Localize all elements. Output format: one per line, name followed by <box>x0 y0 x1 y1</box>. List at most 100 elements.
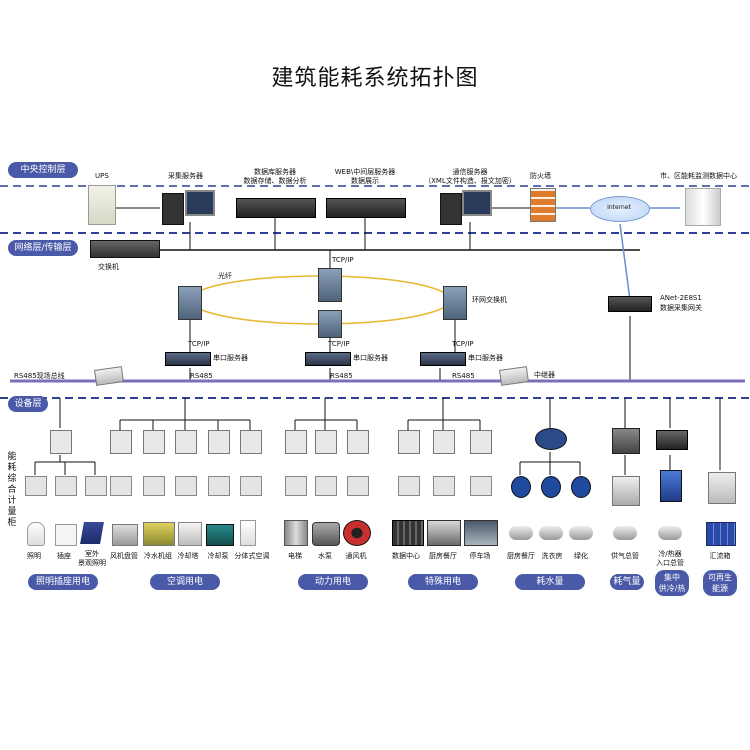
breaker-icon <box>175 476 197 496</box>
device-label: 冷却塔 <box>177 552 199 560</box>
device-label: 照明 <box>27 552 41 560</box>
data-center-icon <box>392 520 424 546</box>
elevator-icon <box>284 520 308 546</box>
fan-coil-icon <box>112 524 138 546</box>
breaker-icon <box>25 476 47 496</box>
breaker-icon <box>240 476 262 496</box>
gateway-label-1: ANet-2E8S1 <box>660 294 702 302</box>
tcpip-top-label: TCP/IP <box>332 256 354 264</box>
socket-icon <box>55 524 77 546</box>
rack-server-icon <box>236 198 316 218</box>
device-label: 风机盘管 <box>110 552 138 560</box>
fiber-label: 光纤 <box>218 272 232 280</box>
power-meter-icon <box>50 430 72 454</box>
ring-switch-icon <box>318 310 342 338</box>
pipe-icon <box>613 526 637 540</box>
ring-switch-label: 环网交换机 <box>472 296 507 304</box>
water-pump-icon <box>312 522 340 546</box>
switch-icon <box>90 240 160 258</box>
device-label: 景观照明 <box>78 559 106 567</box>
gateway-internet-link <box>619 223 631 301</box>
ups-icon <box>88 185 116 225</box>
breaker-icon <box>347 476 369 496</box>
category-pill: 空调用电 <box>150 574 220 590</box>
serial-server-icon <box>305 352 351 366</box>
rs485-label: RS485 <box>452 372 475 380</box>
diagram-title: 建筑能耗系统拓扑图 <box>271 66 479 91</box>
rs485-label: RS485 <box>330 372 353 380</box>
server-tower-icon <box>162 193 184 225</box>
device-label: 供气总管 <box>611 552 639 560</box>
device-label: 汇流箱 <box>709 552 731 560</box>
tcpip-label: TCP/IP <box>452 340 474 348</box>
ring-switch-icon <box>318 268 342 302</box>
power-meter-icon <box>110 430 132 454</box>
ring-switch-icon <box>178 286 202 320</box>
power-meter-icon <box>240 430 262 454</box>
water-meter-icon <box>511 476 531 498</box>
server-cluster-icon <box>685 188 721 226</box>
gateway-icon <box>608 296 652 312</box>
power-meter-icon <box>470 430 492 454</box>
gas-meter-icon <box>612 428 640 454</box>
category-pill: 耗气量 <box>610 574 644 590</box>
rack-server-icon <box>326 198 406 218</box>
device-label: 冷/热器 <box>658 550 682 558</box>
pipe-icon <box>539 526 563 540</box>
device-label: 厨房餐厅 <box>507 552 535 560</box>
category-pill: 耗水量 <box>515 574 585 590</box>
split-ac-icon <box>240 520 256 546</box>
comm-server-label-1: 通信服务器 <box>452 168 488 176</box>
tcpip-label: TCP/IP <box>188 340 210 348</box>
parking-icon <box>464 520 498 546</box>
repeater-label: 中继器 <box>534 371 555 379</box>
web-server-label-1: WEB\中间层服务器 <box>334 168 396 176</box>
device-label: 水泵 <box>318 552 332 560</box>
monitor-icon <box>462 190 492 216</box>
web-server-label-2: 数据展示 <box>351 177 379 185</box>
serial-server-label: 串口服务器 <box>213 354 248 362</box>
breaker-icon <box>398 476 420 496</box>
water-meter-icon <box>571 476 591 498</box>
serial-server-icon <box>420 352 466 366</box>
serial-server-label: 串口服务器 <box>353 354 388 362</box>
internet-label: Internet <box>607 204 631 211</box>
device-label: 入口总管 <box>656 559 684 567</box>
category-pill: 特殊用电 <box>408 574 478 590</box>
power-meter-icon <box>347 430 369 454</box>
power-meter-icon <box>398 430 420 454</box>
device-label: 插座 <box>57 552 71 560</box>
serial-server-label: 串口服务器 <box>468 354 503 362</box>
device-label: 室外 <box>85 550 99 558</box>
device-layer-pill: 设备层 <box>8 396 48 412</box>
device-label: 数据中心 <box>392 552 420 560</box>
floodlight-icon <box>80 522 104 544</box>
gas-flow-meter-icon <box>612 476 640 506</box>
internet-cloud-icon <box>590 196 650 222</box>
power-meter-icon <box>175 430 197 454</box>
server-tower-icon <box>440 193 462 225</box>
ups-label: UPS <box>95 172 109 180</box>
network-layer-pill: 网络层/传输层 <box>8 240 78 256</box>
breaker-icon <box>143 476 165 496</box>
device-label: 洗衣房 <box>541 552 563 560</box>
pipe-icon <box>509 526 533 540</box>
breaker-icon <box>208 476 230 496</box>
chiller-icon <box>143 522 175 546</box>
combiner-box-icon <box>708 472 736 504</box>
power-meter-icon <box>285 430 307 454</box>
category-pill: 动力用电 <box>298 574 368 590</box>
ring-switch-icon <box>443 286 467 320</box>
light-bulb-icon <box>27 522 45 546</box>
device-label: 冷却泵 <box>207 552 229 560</box>
comm-server-label-2: （XML文件构造、报文加密） <box>424 177 516 185</box>
category-pill: 照明插座用电 <box>28 574 98 590</box>
central-layer-pill: 中央控制层 <box>8 162 78 178</box>
city-center-label: 市、区能耗监测数据中心 <box>660 172 737 180</box>
tcpip-label: TCP/IP <box>328 340 350 348</box>
collect-server-label: 采集服务器 <box>168 172 203 180</box>
cooling-tower-icon <box>178 522 202 546</box>
breaker-icon <box>110 476 132 496</box>
